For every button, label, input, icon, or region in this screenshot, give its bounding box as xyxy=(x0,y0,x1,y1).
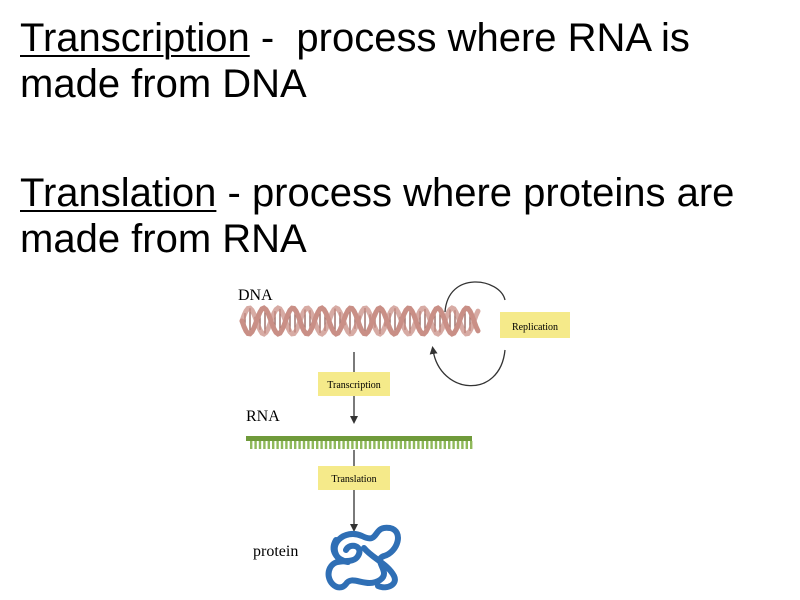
rna-base xyxy=(439,441,442,449)
transcription-label-box: Transcription xyxy=(318,372,390,396)
rna-base xyxy=(294,441,297,449)
rna-base xyxy=(461,441,464,449)
translation-term: Translation xyxy=(20,171,217,215)
rna-base xyxy=(302,441,306,449)
rna-base xyxy=(382,441,385,449)
rna-base xyxy=(417,441,420,449)
rna-base xyxy=(421,441,424,449)
rna-base xyxy=(285,441,288,449)
rna-backbone xyxy=(246,436,472,441)
rna-base xyxy=(390,441,394,449)
rna-base xyxy=(254,441,257,449)
rna-base xyxy=(404,441,407,449)
translation-box xyxy=(318,466,390,490)
rna-base xyxy=(434,441,438,449)
rna-base xyxy=(426,441,429,449)
definition-separator: - xyxy=(216,171,252,215)
rna-base xyxy=(280,441,284,449)
dna-strand-b xyxy=(239,305,481,337)
translation-definition: Translation - process where proteins are… xyxy=(20,170,780,262)
rna-base xyxy=(412,441,416,449)
rna-base xyxy=(373,441,376,449)
rna-base xyxy=(456,441,460,449)
rna-strand xyxy=(246,436,473,449)
replication-arrow xyxy=(433,281,506,387)
rna-base xyxy=(342,441,345,449)
replication-box xyxy=(500,312,570,338)
rna-base xyxy=(298,441,301,449)
rna-base xyxy=(338,441,341,449)
rna-bases xyxy=(250,441,473,449)
rna-base xyxy=(360,441,363,449)
rna-base xyxy=(364,441,367,449)
transcription-term: Transcription xyxy=(20,16,250,60)
rna-base xyxy=(399,441,402,449)
transcription-definition: Transcription - process where RNA is mad… xyxy=(20,15,780,107)
rna-base xyxy=(289,441,292,449)
rna-base xyxy=(250,441,253,449)
transcription-box xyxy=(318,372,390,396)
translation-label-box: Translation xyxy=(318,466,390,490)
rna-base xyxy=(316,441,319,449)
rna-base xyxy=(448,441,451,449)
rna-base xyxy=(311,441,314,449)
rna-base xyxy=(408,441,411,449)
rna-base xyxy=(276,441,279,449)
rna-base xyxy=(267,441,270,449)
rna-base xyxy=(351,441,354,449)
rna-base xyxy=(346,441,350,449)
translation-description: process where proteins are made from RNA xyxy=(20,171,735,261)
rna-base xyxy=(258,441,262,449)
rna-base xyxy=(333,441,336,449)
rna-base xyxy=(324,441,328,449)
rna-base xyxy=(263,441,266,449)
rna-base xyxy=(465,441,468,449)
translation-label: Translation xyxy=(331,474,376,485)
rna-base xyxy=(430,441,433,449)
rna-base xyxy=(377,441,380,449)
dna-helix xyxy=(239,305,481,337)
dna-strand-a xyxy=(239,305,481,337)
rna-base xyxy=(307,441,310,449)
replication-label: Replication xyxy=(512,322,558,333)
rna-base xyxy=(452,441,455,449)
rna-label: RNA xyxy=(246,408,280,425)
rna-base xyxy=(368,441,372,449)
protein-structure xyxy=(325,524,401,591)
rna-base xyxy=(329,441,332,449)
rna-base xyxy=(386,441,389,449)
rna-base xyxy=(443,441,446,449)
dna-label: DNA xyxy=(238,287,273,304)
protein-label: protein xyxy=(253,543,298,560)
transcription-label: Transcription xyxy=(327,380,381,391)
replication-label-box: Replication xyxy=(500,312,570,338)
rna-base xyxy=(272,441,275,449)
rna-base xyxy=(320,441,323,449)
rna-base xyxy=(355,441,358,449)
rna-base xyxy=(470,441,473,449)
transcription-description: process where RNA is made from DNA xyxy=(20,16,690,106)
rna-base xyxy=(395,441,398,449)
definition-separator: - xyxy=(249,16,297,60)
